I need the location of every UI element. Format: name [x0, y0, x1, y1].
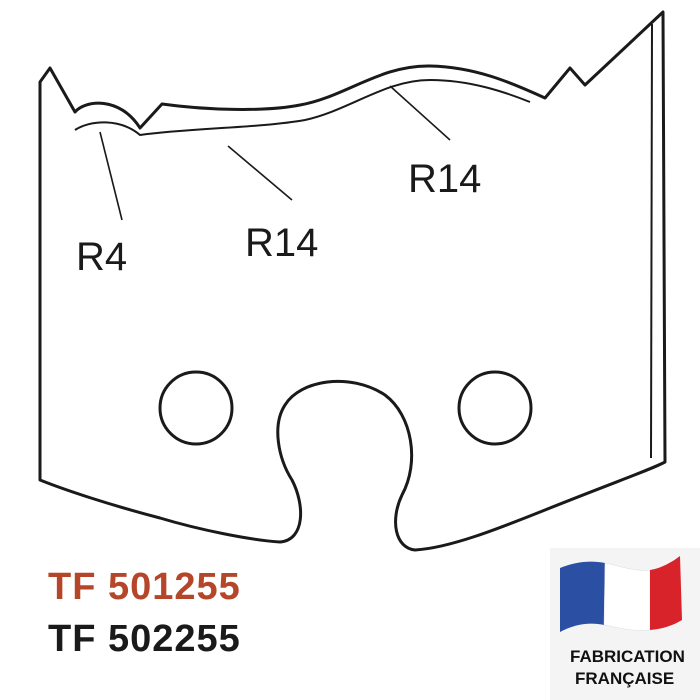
fabrication-francaise-badge: FABRICATION FRANÇAISE: [550, 548, 700, 700]
leader-line-r14-right: [389, 85, 451, 141]
mounting-hole-right: [457, 370, 533, 446]
dimension-label-r14-left: R14: [245, 221, 318, 265]
flag-red-band: [650, 556, 682, 630]
profile-inner-edge: [74, 78, 531, 137]
flag-white-band: [603, 562, 651, 631]
french-flag-icon: [560, 556, 682, 632]
blade-side-edge: [650, 23, 653, 459]
flag-blue-band: [560, 561, 605, 632]
part-code-secondary: TF 502255: [48, 618, 241, 660]
badge-line-1: FABRICATION: [570, 647, 685, 666]
leader-line-r14-left: [227, 145, 293, 201]
dimension-label-r14-right: R14: [408, 157, 481, 201]
dimension-label-r4: R4: [76, 235, 127, 279]
blade-outline: [38, 10, 667, 552]
mounting-hole-left: [158, 370, 234, 446]
badge-line-2: FRANÇAISE: [575, 669, 674, 688]
leader-line-r4: [99, 131, 123, 221]
part-code-primary: TF 501255: [48, 566, 241, 608]
